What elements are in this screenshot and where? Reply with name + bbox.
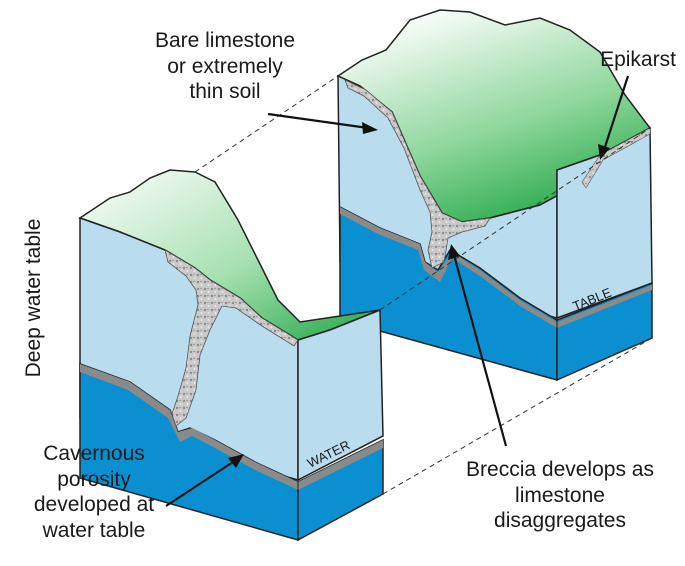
left-block-water-table-line [80, 364, 383, 490]
bare-limestone-label: Bare limestone or extremely thin soil [154, 29, 296, 104]
right-block [336, 9, 653, 382]
deep-water-table-label: Deep water table [22, 218, 46, 378]
epikarst-label: Epikarst [600, 48, 676, 71]
right-block-water-front [339, 205, 558, 381]
left-block-breccia [164, 249, 299, 427]
annotation-arrows [165, 75, 630, 507]
right-block-breccia [344, 79, 491, 269]
left-block [78, 169, 384, 542]
perspective-lines [194, 75, 653, 495]
breccia-label: Breccia develops as limestone disaggrega… [466, 458, 654, 533]
cavernous-porosity-label: Cavernous porosity developed at water ta… [33, 442, 155, 542]
